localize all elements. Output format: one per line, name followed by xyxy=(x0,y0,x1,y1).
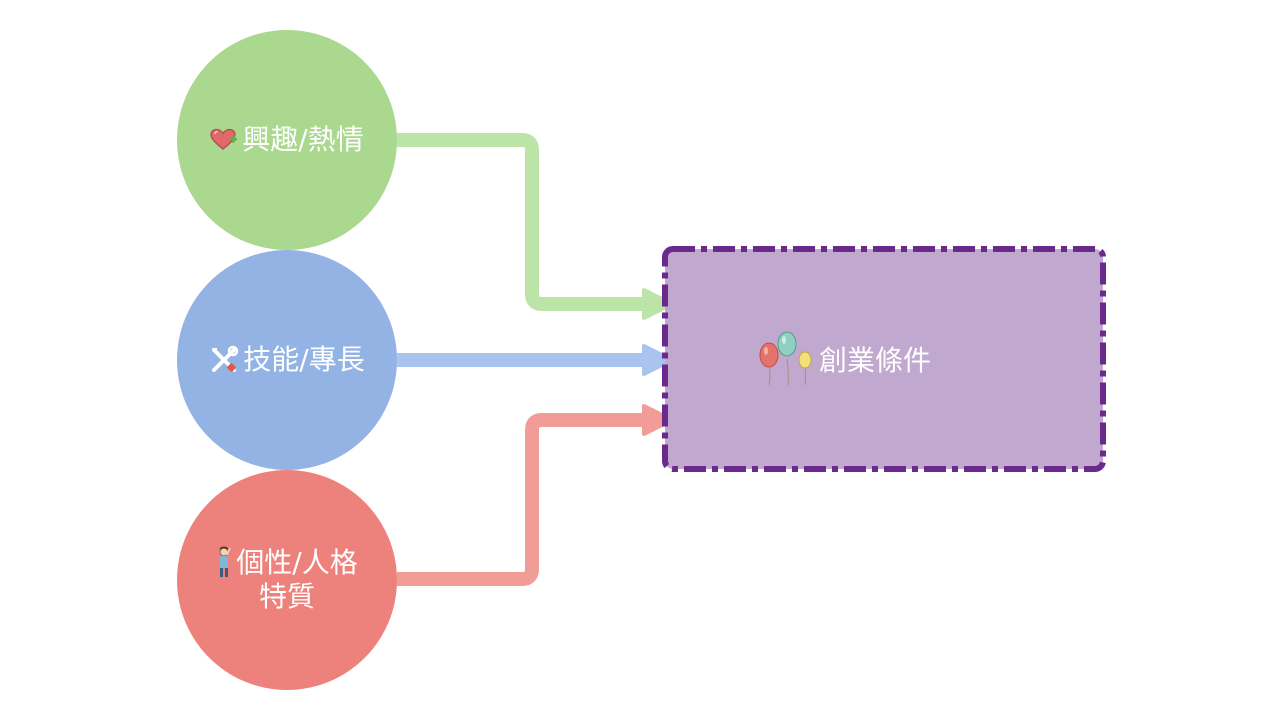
interest-label: 興趣/熱情 xyxy=(242,123,364,156)
personality-connector xyxy=(397,413,648,586)
interest-connector xyxy=(397,133,648,311)
goal-box: 創業條件 xyxy=(665,249,1103,469)
balloons-icon xyxy=(757,331,815,387)
personality-arrowhead xyxy=(642,404,674,436)
personality-label-line2: 特質 xyxy=(258,580,315,613)
interest-arrowhead xyxy=(642,288,674,320)
goal-label: 創業條件 xyxy=(818,344,931,377)
skill-node: 技能/專長 xyxy=(177,250,397,470)
tools-icon xyxy=(209,345,239,375)
skill-label: 技能/專長 xyxy=(243,343,365,376)
person-icon xyxy=(216,546,232,580)
interest-node: 興趣/熱情 xyxy=(177,30,397,250)
personality-label-line1: 個性/人格 xyxy=(236,546,358,579)
heart-icon xyxy=(210,128,238,152)
skill-arrowhead xyxy=(642,344,674,376)
personality-node: 個性/人格 特質 xyxy=(177,470,397,690)
